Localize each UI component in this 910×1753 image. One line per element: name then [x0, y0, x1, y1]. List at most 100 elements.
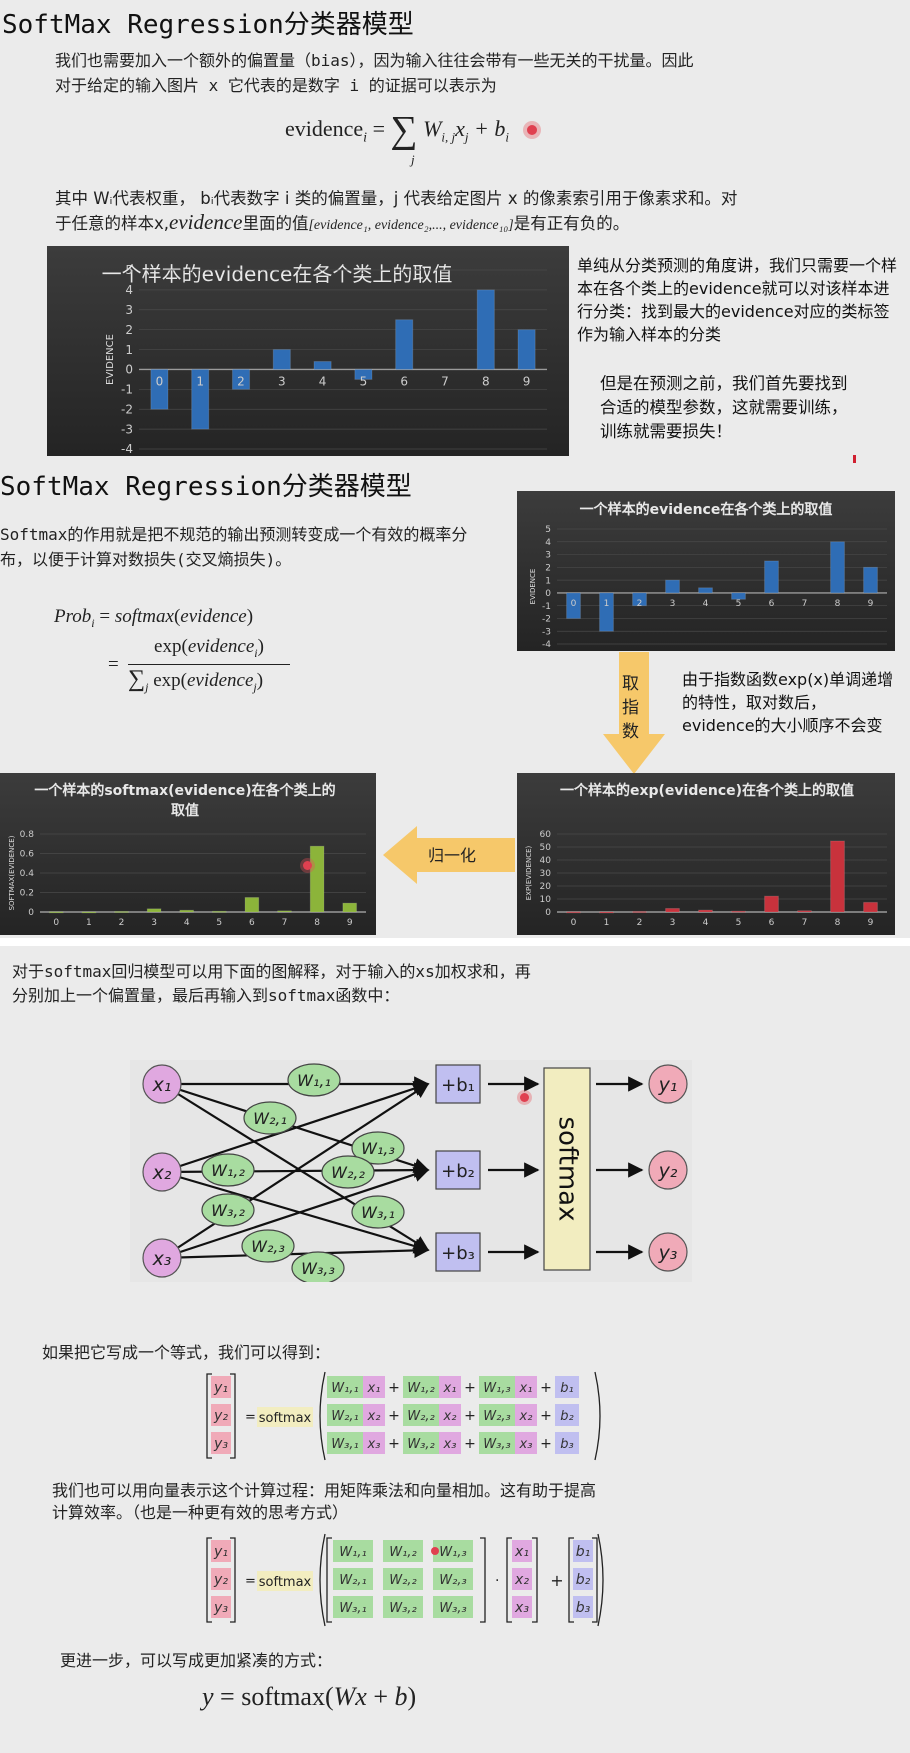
bias-label: +b₁	[441, 1075, 475, 1096]
y-tick-label: 0	[545, 908, 551, 918]
input-node	[142, 1238, 182, 1278]
y-tick-label: 5	[125, 263, 133, 277]
y-tick-label: -3	[121, 422, 133, 436]
exp-arrow-label: 取指数	[622, 674, 639, 742]
matrix-cell	[383, 1596, 423, 1618]
bar-4	[698, 909, 713, 913]
weight-cell-label: W₃,₃	[483, 1437, 510, 1452]
weight-cell	[327, 1404, 363, 1426]
x-cell	[515, 1404, 537, 1426]
bar-1	[81, 911, 97, 914]
normalize-arrow-label: 归一化	[428, 846, 477, 865]
intro-line-1: 我们也需要加入一个额外的偏置量（bias），因为输入往往会带有一些无关的干扰量。…	[55, 51, 694, 70]
y-axis-label: SOFTMAX(EVIDENCE)	[8, 835, 16, 910]
bar-2	[114, 911, 129, 914]
weight-label: W₁,₁	[297, 1071, 331, 1090]
x-tick-label: 8	[482, 374, 490, 388]
bias-box	[435, 1150, 481, 1190]
weight-cell-label: W₁,₁	[331, 1381, 358, 1396]
intro-line-2: 对于给定的输入图片 x 它代表的是数字 i 的证据可以表示为	[55, 76, 497, 95]
matrix-cell	[433, 1568, 473, 1590]
output-node	[648, 1232, 688, 1272]
bar-6	[764, 895, 779, 913]
x-tick-label: 8	[314, 918, 320, 928]
cursor-dot	[527, 125, 537, 135]
matrix-cell	[433, 1596, 473, 1618]
classification-note: 单纯从分类预测的角度讲，我们只需要一个样本在各个类上的evidence就可以对该…	[577, 256, 898, 344]
x-tick-label: 6	[249, 918, 255, 928]
bar-9	[517, 329, 536, 370]
b-vec-cell-label: b₁	[576, 1544, 591, 1560]
bias-box	[435, 1064, 481, 1104]
weight-node	[351, 1131, 405, 1165]
svg-text:+: +	[388, 1436, 400, 1452]
bar-8	[476, 289, 495, 370]
weight-cell	[327, 1376, 363, 1398]
x-tick-label: 7	[802, 599, 808, 609]
monotonic-note: 由于指数函数exp(x)单调递增的特性，取对数后，evidence的大小顺序不会…	[682, 670, 894, 735]
y-cell-label: y₂	[213, 1572, 228, 1588]
y-tick-label: 3	[125, 303, 133, 317]
x-tick-label: 6	[400, 374, 408, 388]
svg-text:+: +	[540, 1380, 552, 1396]
x-tick-label: 3	[670, 599, 676, 609]
weight-cell-label: W₁,₂	[407, 1381, 434, 1396]
y-tick-label: 0	[545, 589, 551, 599]
bar-0	[566, 911, 581, 914]
x-cell	[439, 1432, 461, 1454]
x-tick-label: 6	[769, 918, 775, 928]
weight-cell-label: W₃,₂	[407, 1437, 434, 1452]
y-tick-label: 2	[125, 323, 133, 337]
svg-text:+: +	[540, 1408, 552, 1424]
svg-text:+: +	[388, 1380, 400, 1396]
x-tick-label: 0	[571, 599, 577, 609]
softmax-box	[543, 1067, 591, 1271]
y-tick-label: 60	[540, 830, 552, 840]
softmax-chart: 一个样本的softmax(evidence)在各个类上的取值 SOFTMAX(E…	[0, 773, 376, 935]
matrix-cell-label: W₂,₃	[439, 1573, 466, 1588]
x-tick-label: 4	[319, 374, 327, 388]
y-tick-label: 0	[28, 908, 34, 918]
weight-cell-label: W₂,₃	[483, 1409, 510, 1424]
svg-text:+: +	[550, 1571, 563, 1590]
weight-node	[321, 1155, 375, 1189]
x-tick-label: 8	[835, 599, 841, 609]
svg-text:·: ·	[495, 1573, 499, 1589]
y-tick-label: 50	[540, 843, 552, 853]
y-tick-label: 0.2	[20, 889, 34, 899]
input-label: x₂	[152, 1162, 172, 1184]
y-cell-label: y₂	[213, 1408, 228, 1424]
x-tick-label: 2	[637, 918, 643, 928]
bar-3	[272, 349, 291, 370]
weight-node	[287, 1063, 341, 1097]
bar-1	[599, 592, 614, 632]
b-cell-label: b₁	[560, 1381, 573, 1396]
bar-8	[830, 840, 845, 913]
b-cell-label: b₃	[560, 1437, 573, 1452]
matrix-cell-label: W₁,₁	[339, 1545, 366, 1560]
diagram-intro-line-1: 对于softmax回归模型可以用下面的图解释，对于输入的xs加权求和，再	[12, 962, 531, 981]
x-tick-label: 5	[736, 918, 742, 928]
x-tick-label: 7	[802, 918, 808, 928]
softmax-box-label: softmax	[553, 1117, 583, 1222]
weight-cell	[479, 1404, 515, 1426]
explain-line-2: 于任意的样本x,evidence里面的值[evidence₁, evidence…	[55, 210, 630, 234]
matrix-cell	[383, 1540, 423, 1562]
bar-5	[731, 910, 746, 913]
y-tick-label: 2	[545, 563, 551, 573]
input-node	[142, 1152, 182, 1192]
x-tick-label: 2	[119, 918, 125, 928]
input-label: x₁	[152, 1074, 172, 1096]
matrix-cell-label: W₃,₁	[339, 1601, 366, 1616]
x-tick-label: 1	[604, 918, 610, 928]
exp-chart: 一个样本的exp(evidence)在各个类上的取值 EXP(EVIDENCE)…	[517, 773, 895, 935]
x-tick-label: 4	[703, 918, 709, 928]
y-axis-label: EVIDENCE	[105, 334, 116, 385]
x-cell-label: x₁	[443, 1381, 457, 1396]
input-label: x₃	[152, 1248, 172, 1270]
bar-1	[599, 911, 614, 914]
matrix-cell-label: W₃,₂	[389, 1601, 416, 1616]
